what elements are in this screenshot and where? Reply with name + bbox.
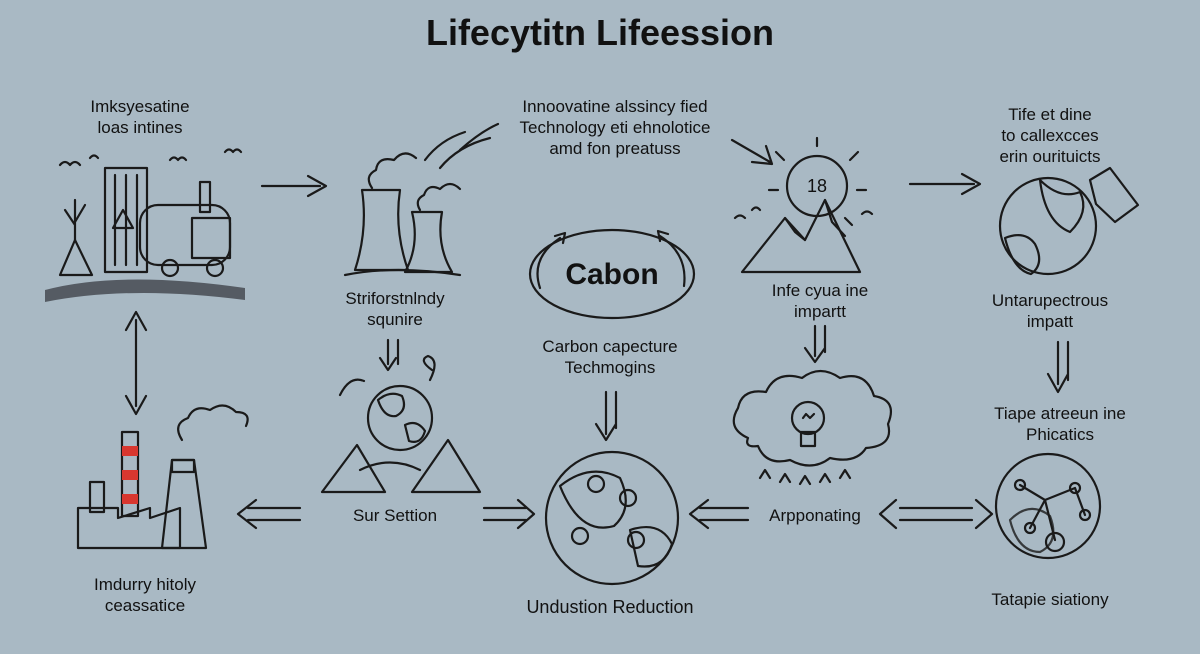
label-approaching: Arpponating (769, 506, 861, 525)
label-tiape: Tiape atreeun ine Phicatics (994, 404, 1126, 444)
sun-number: 18 (806, 176, 828, 196)
factory-machine-illustration (45, 148, 245, 302)
label-tatapie: Tatapie siationy (991, 590, 1109, 609)
flow-arrows (124, 122, 1070, 530)
carbon-bubble-label: Cabon (565, 258, 659, 291)
label-mountain: Infe cyua ine impartt (771, 281, 869, 321)
label-top-left: Imksyesatine loas intines (90, 97, 190, 137)
carbon-bubble-illustration (528, 228, 696, 320)
diagram-title: Lifecytitn Lifeession (425, 12, 775, 53)
earth-center-illustration (544, 450, 680, 586)
label-top-right: Tife et dine to callexcces erin ourituic… (999, 105, 1101, 166)
label-top-center: Innoovatine alssincy fied Technology eti… (519, 97, 711, 158)
globe-pyramids-illustration (320, 354, 482, 494)
sun-mountain-illustration (733, 136, 874, 274)
earth-top-right-illustration (998, 166, 1140, 276)
label-power-plant: Striforstnlndy squnire (345, 289, 445, 329)
label-industry: Imdurry hitoly ceassatice (93, 575, 197, 615)
label-carbon-capture: Carbon capecture Techmogins (542, 337, 678, 377)
power-plant-illustration (343, 130, 492, 277)
label-reduction: Undustion Reduction (526, 597, 694, 617)
label-sur-section: Sur Settion (352, 506, 438, 525)
label-earth-right: Untarupectrous impatt (991, 291, 1109, 331)
industry-chimneys-illustration (76, 404, 249, 550)
cloud-lightbulb-illustration (732, 369, 892, 486)
network-globe-illustration (994, 452, 1102, 560)
